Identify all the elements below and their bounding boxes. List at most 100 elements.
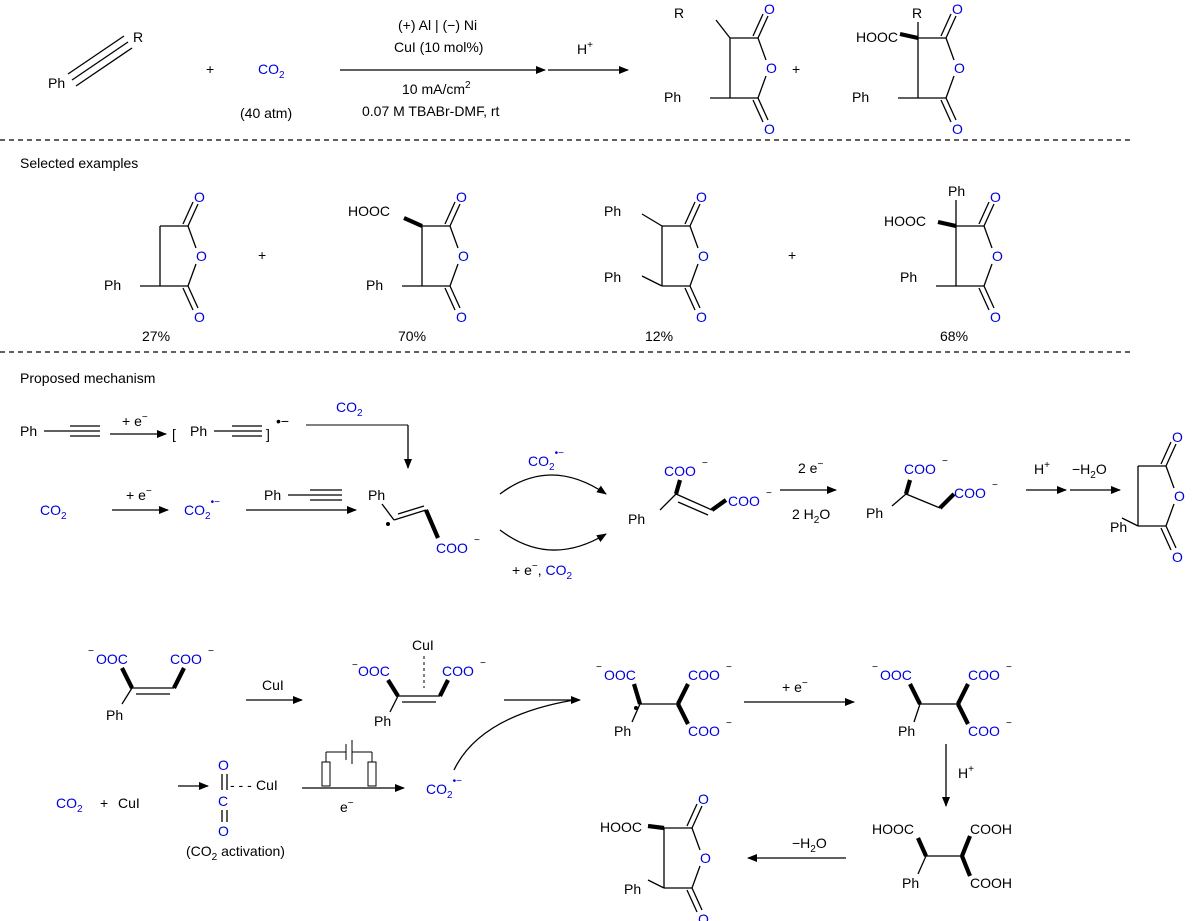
tetracarboxylic-acid: HOOC COOH COOH Ph [872,821,1012,891]
condition-current: 10 mA/cm2 [402,80,471,97]
alkyne-ph-label: Ph [48,75,65,91]
radical-anion-alkyne: [ Ph ] •− [172,413,289,442]
svg-text:HOOC: HOOC [856,29,898,45]
svg-text:−H2O: −H2O [792,835,827,855]
example-plus-1: + [258,247,266,263]
final-anhydride: O O O HOOC Ph [600,791,711,921]
svg-text:+ e−: + e− [126,486,152,503]
svg-text:−: − [992,480,998,491]
example-plus-2: + [788,247,796,263]
svg-text:Ph: Ph [190,423,207,439]
svg-text:COOH: COOH [970,821,1012,837]
svg-text:Ph: Ph [1110,519,1127,535]
svg-text:CuI: CuI [256,777,278,793]
svg-text:O: O [1172,429,1183,445]
svg-text:O: O [456,309,467,325]
svg-text:O: O [196,248,207,264]
plus-sign-2: + [792,61,800,77]
co2-reactant: CO2 (40 atm) [240,61,292,121]
svg-text:O: O [218,823,229,839]
conditions-arrow: (+) Al | (−) Ni CuI (10 mol%) 10 mA/cm2 … [340,17,546,119]
svg-text:+: + [100,795,108,811]
svg-text:+ e−: + e− [122,412,148,429]
svg-text:COO: COO [954,485,986,501]
svg-text:CO2: CO2 [258,61,285,81]
electrode-icon [321,740,377,787]
svg-text:Ph: Ph [852,89,869,105]
radical-tetracarboxylate: − OOC COO − COO − Ph [596,662,732,739]
svg-text:Ph: Ph [366,277,383,293]
mech-alkyne-2: Ph [264,487,342,503]
svg-text:O: O [952,121,963,137]
svg-text:- - -: - - - [230,777,252,793]
svg-text:O: O [990,189,1001,205]
tetracarboxylate: − OOC COO − COO − Ph [872,662,1012,739]
svg-text:Ph: Ph [948,183,965,199]
svg-text:−: − [1006,662,1012,673]
svg-text:CuI: CuI [262,677,284,693]
svg-text:(CO2 activation): (CO2 activation) [186,843,285,863]
svg-text:CO2•−: CO2•− [528,448,564,473]
svg-text:CO2•−: CO2•− [184,497,220,522]
svg-text:Ph: Ph [106,707,123,723]
svg-text:O: O [990,309,1001,325]
svg-text:O: O [456,189,467,205]
svg-text:COO: COO [170,651,202,667]
svg-text:+ e−: + e− [782,678,808,695]
svg-text:−: − [726,662,732,673]
svg-text:Ph: Ph [374,713,391,729]
yield-1: 27% [142,328,170,344]
svg-text:−: − [480,658,486,669]
svg-text:R: R [674,5,684,21]
cui-complex: CuI − OOC COO − Ph [352,637,486,729]
svg-text:O: O [458,248,469,264]
svg-text:O: O [194,309,205,325]
example-2: O O O HOOC Ph [348,189,469,325]
svg-text:]: ] [266,426,270,442]
example-1: O O O Ph [104,189,207,325]
svg-text:O: O [696,189,707,205]
svg-text:O: O [1172,549,1183,565]
svg-text:−: − [702,458,708,469]
condition-catalyst: CuI (10 mol%) [394,39,483,55]
svg-text:2 H2O: 2 H2O [792,506,830,526]
svg-text:O: O [954,60,965,76]
svg-text:COO: COO [442,663,474,679]
svg-text:CuI: CuI [412,637,434,653]
top-scheme: Ph R + CO2 (40 atm) (+) Al | (−) Ni CuI … [48,1,965,137]
svg-text:OOC: OOC [604,667,636,683]
yield-3: 12% [645,328,673,344]
svg-text:−: − [766,488,772,499]
svg-text:COO: COO [436,540,468,556]
alkene-dicarboxylate: COO − Ph COO − [628,458,772,527]
svg-text:COO: COO [728,493,760,509]
svg-text:O: O [700,850,711,866]
svg-text:Ph: Ph [604,269,621,285]
svg-text:COO: COO [688,667,720,683]
svg-text:O: O [698,248,709,264]
succinate: COO − Ph COO − [866,456,998,521]
vinyl-radical: Ph COO − [368,487,480,556]
svg-text:Ph: Ph [604,203,621,219]
svg-text:O: O [992,248,1003,264]
svg-text:+ e−, CO2: + e−, CO2 [512,561,572,582]
svg-text:H+: H+ [958,764,974,781]
svg-text:−: − [474,535,480,546]
yield-4: 68% [940,328,968,344]
svg-text:−: − [726,718,732,729]
co2-cui-adduct: O - - - CuI C O [218,757,278,839]
svg-text:Ph: Ph [368,487,385,503]
svg-text:−: − [208,646,214,657]
example-4: O O O Ph HOOC Ph [884,183,1003,325]
svg-text:−H2O: −H2O [1072,461,1107,481]
svg-text:H+: H+ [1034,460,1050,477]
svg-text:HOOC: HOOC [348,203,390,219]
svg-text:CuI: CuI [118,795,140,811]
svg-text:Ph: Ph [614,723,631,739]
svg-text:COOH: COOH [970,875,1012,891]
svg-text:−: − [942,456,948,467]
svg-text:−: − [352,660,358,671]
pressure-label: (40 atm) [240,105,292,121]
svg-text:OOC: OOC [880,667,912,683]
